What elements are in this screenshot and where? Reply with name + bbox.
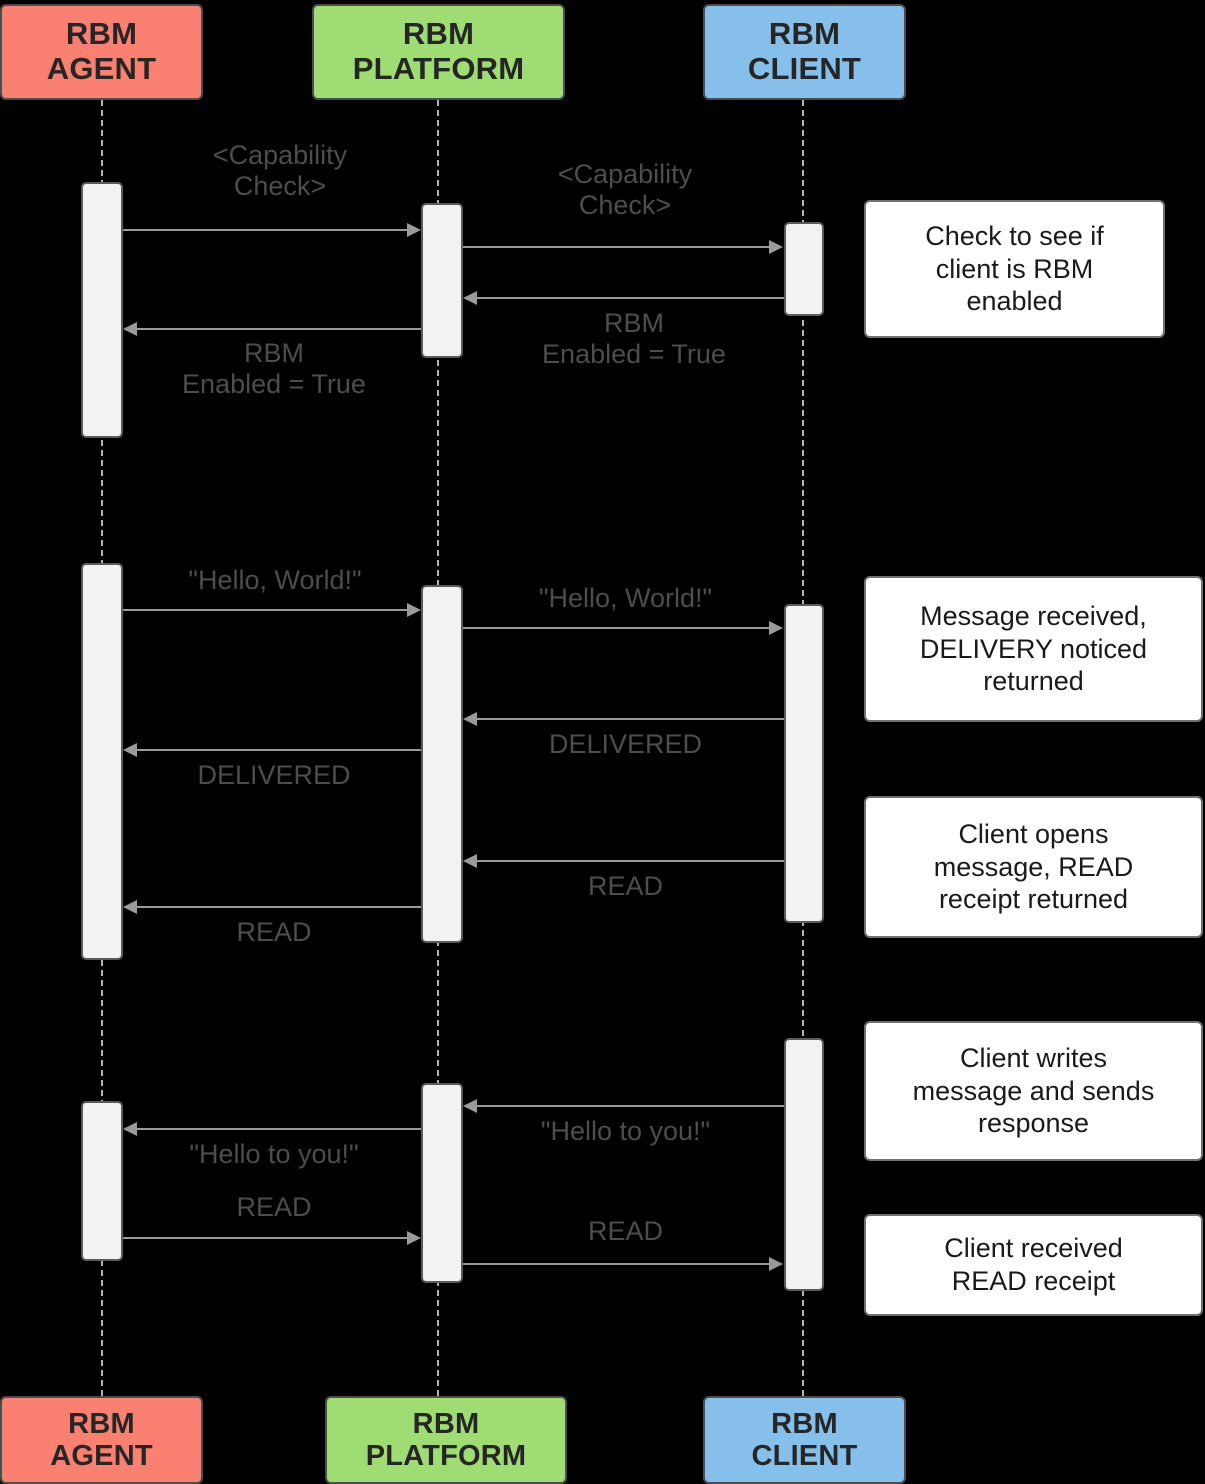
message-line-m10 (137, 906, 421, 908)
message-arrow-m4 (123, 322, 137, 336)
activation-agent-3 (81, 1101, 123, 1261)
message-label-m3: RBM Enabled = True (542, 308, 726, 370)
note-message-received: Message received, DELIVERY noticed retur… (864, 576, 1203, 722)
message-line-m1 (123, 229, 409, 231)
participant-footer-client-line1: RBM (771, 1407, 838, 1440)
participant-footer-agent-line2: AGENT (50, 1440, 153, 1472)
message-line-m13 (123, 1237, 409, 1239)
message-label-m6: "Hello, World!" (538, 583, 713, 613)
message-line-m2 (463, 246, 770, 248)
message-arrow-m6 (769, 621, 783, 635)
participant-footer-client-line2: CLIENT (751, 1440, 858, 1472)
participant-footer-client[interactable]: RBM CLIENT (703, 1396, 906, 1484)
message-line-m7 (477, 718, 784, 720)
participant-footer-platform-line1: RBM (412, 1407, 480, 1440)
message-arrow-m12 (123, 1122, 137, 1136)
message-line-m12 (137, 1128, 421, 1130)
message-label-m12: "Hello to you!" (189, 1139, 359, 1169)
participant-footer-agent-line1: RBM (68, 1407, 135, 1440)
participant-header-agent-line2: AGENT (46, 51, 157, 86)
message-line-m4 (137, 328, 421, 330)
message-arrow-m1 (407, 223, 421, 237)
activation-client-2 (784, 604, 824, 923)
message-label-m1: <Capability Check> (212, 140, 348, 202)
message-arrow-m14 (769, 1257, 783, 1271)
message-line-m3 (477, 297, 784, 299)
message-line-m6 (463, 627, 770, 629)
note-client-writes-message: Client writes message and sends response (864, 1021, 1203, 1161)
participant-header-platform-line2: PLATFORM (352, 51, 525, 86)
participant-header-client[interactable]: RBM CLIENT (703, 4, 906, 100)
participant-footer-agent[interactable]: RBM AGENT (0, 1396, 203, 1484)
activation-agent-1 (81, 182, 123, 438)
participant-header-agent-line1: RBM (65, 16, 138, 52)
activation-platform-2 (421, 585, 463, 943)
participant-footer-platform[interactable]: RBM PLATFORM (325, 1396, 567, 1484)
participant-header-platform[interactable]: RBM PLATFORM (312, 4, 565, 100)
message-label-m2: <Capability Check> (557, 159, 693, 221)
message-arrow-m2 (769, 240, 783, 254)
note-client-opens-message: Client opens message, READ receipt retur… (864, 796, 1203, 938)
message-label-m11: "Hello to you!" (540, 1116, 711, 1146)
activation-client-1 (784, 222, 824, 316)
message-arrow-m13 (407, 1231, 421, 1245)
message-line-m11 (477, 1105, 784, 1107)
message-label-m14: READ (587, 1216, 663, 1246)
message-arrow-m5 (407, 603, 421, 617)
participant-header-client-line2: CLIENT (747, 51, 862, 86)
message-label-m4: RBM Enabled = True (182, 338, 366, 400)
message-label-m5: "Hello, World!" (188, 565, 362, 595)
message-line-m9 (477, 860, 784, 862)
participant-header-platform-line1: RBM (402, 16, 475, 52)
activation-platform-3 (421, 1083, 463, 1283)
message-label-m7: DELIVERED (548, 729, 703, 759)
message-label-m9: READ (587, 871, 663, 901)
message-line-m14 (463, 1263, 770, 1265)
message-label-m8: DELIVERED (197, 760, 351, 790)
message-arrow-m9 (463, 854, 477, 868)
participant-header-agent[interactable]: RBM AGENT (0, 4, 203, 100)
message-arrow-m10 (123, 900, 137, 914)
message-label-m13: READ (236, 1192, 312, 1222)
participant-header-client-line1: RBM (768, 16, 841, 52)
message-arrow-m8 (123, 743, 137, 757)
note-client-received-read: Client received READ receipt (864, 1214, 1203, 1316)
message-line-m8 (137, 749, 421, 751)
activation-client-3 (784, 1038, 824, 1291)
activation-agent-2 (81, 563, 123, 960)
message-arrow-m11 (463, 1099, 477, 1113)
participant-footer-platform-line2: PLATFORM (365, 1440, 527, 1472)
message-arrow-m7 (463, 712, 477, 726)
message-arrow-m3 (463, 291, 477, 305)
message-line-m5 (123, 609, 409, 611)
note-capability-check: Check to see if client is RBM enabled (864, 200, 1165, 338)
activation-platform-1 (421, 203, 463, 358)
message-label-m10: READ (236, 917, 312, 947)
